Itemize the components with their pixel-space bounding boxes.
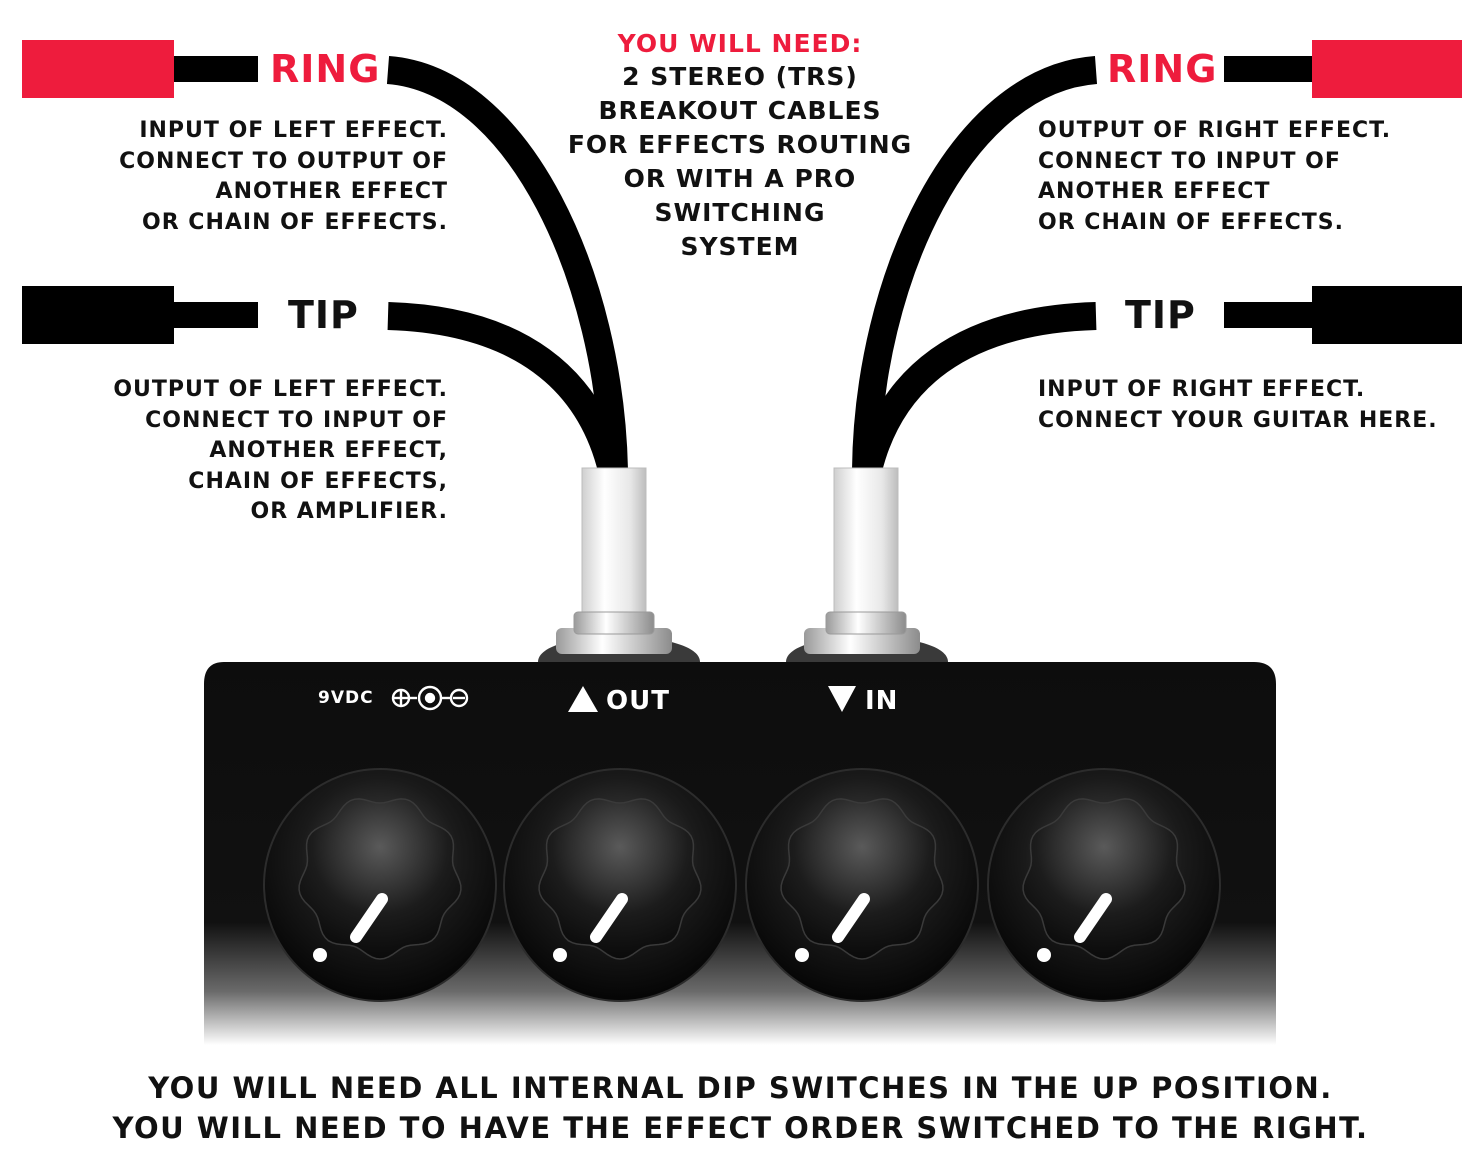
footer-line-1: YOU WILL NEED ALL INTERNAL DIP SWITCHES … — [148, 1071, 1333, 1105]
requirements-body: 2 STEREO (TRS) BREAKOUT CABLES FOR EFFEC… — [567, 62, 913, 261]
footer-line-2: YOU WILL NEED TO HAVE THE EFFECT ORDER S… — [112, 1111, 1369, 1145]
left-ring-description: INPUT OF LEFT EFFECT. CONNECT TO OUTPUT … — [119, 118, 448, 235]
out-plug-sleeve — [581, 467, 647, 634]
out-label: OUT — [606, 686, 670, 716]
out-arrow-icon — [568, 686, 598, 712]
right-tip-cable — [854, 302, 1097, 474]
left-tip-label: TIP — [288, 293, 359, 337]
left-tip-description: OUTPUT OF LEFT EFFECT. CONNECT TO INPUT … — [113, 377, 448, 524]
right-ring-description: OUTPUT OF RIGHT EFFECT. CONNECT TO INPUT… — [1038, 118, 1392, 235]
knob[interactable] — [263, 768, 497, 1002]
right-ring-cable — [852, 56, 1098, 471]
right-tip-description: INPUT OF RIGHT EFFECT. CONNECT YOUR GUIT… — [1038, 377, 1438, 433]
left-ring-cable — [386, 56, 628, 471]
right-ring-label: RING — [1107, 47, 1218, 91]
knob[interactable] — [745, 768, 979, 1002]
power-polarity-icon — [391, 685, 469, 711]
power-label: 9VDC — [318, 688, 374, 708]
knob-group — [263, 768, 1221, 1002]
requirements-box: YOU WILL NEED: 2 STEREO (TRS) BREAKOUT C… — [540, 28, 940, 264]
right-ring-plug — [1224, 40, 1462, 98]
right-tip-plug — [1224, 286, 1462, 344]
footer-note: YOU WILL NEED ALL INTERNAL DIP SWITCHES … — [0, 1068, 1481, 1148]
knob[interactable] — [503, 768, 737, 1002]
left-tip-plug — [22, 286, 258, 344]
left-ring-plug — [22, 40, 258, 98]
left-tip-cable — [387, 302, 626, 474]
right-tip-label: TIP — [1125, 293, 1196, 337]
in-plug-sleeve — [833, 467, 899, 634]
left-ring-label: RING — [270, 47, 381, 91]
knob[interactable] — [987, 768, 1221, 1002]
in-label: IN — [865, 686, 899, 716]
requirements-title: YOU WILL NEED: — [617, 29, 863, 58]
in-arrow-icon — [828, 686, 856, 712]
